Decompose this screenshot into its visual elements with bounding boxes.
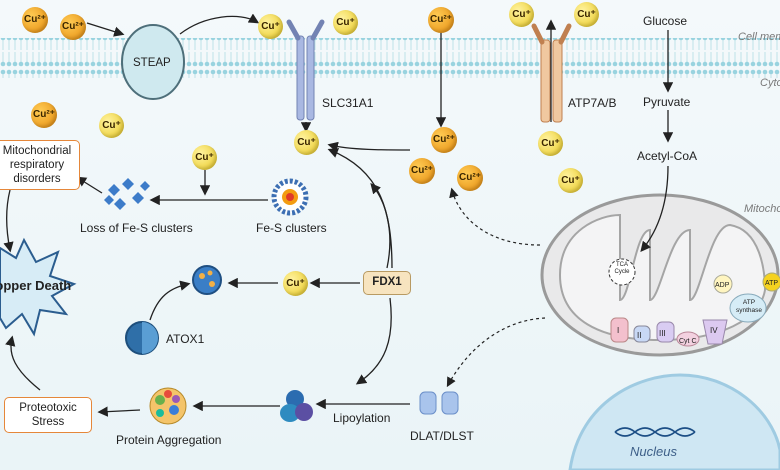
arrow-atox1-aggregate [149,280,191,321]
steap-label: STEAP [133,57,171,69]
atp7ab-label: ATP7A/B [568,96,617,110]
atp-synthase-shape [729,293,767,323]
arrow-steap-cu1 [179,13,260,35]
arrow-mito-dlat [446,317,546,388]
arrow-loss-mito [75,176,103,194]
complex-iv-shape [702,319,728,345]
cell-membrane-label: Cell membrane [738,31,780,43]
cu1-ion: Cu⁺ [258,14,283,39]
arrow-cu2-steap [86,22,125,37]
arrow-mito-cu2 [449,187,541,246]
arrow-cu2-to-cu1 [327,141,411,152]
steap-shape [121,24,185,100]
fes-clusters-label: Fe-S clusters [256,221,327,235]
cu1-ion: Cu⁺ [558,168,583,193]
fdx1-box: FDX1 [363,271,411,295]
cu2-ion: Cu²⁺ [60,14,86,40]
cyt-c-shape [676,331,700,347]
atp-label: ATP [765,280,779,287]
slc31a1-transporter [286,19,325,121]
arrow-mito-death [3,189,14,253]
cyt-c-label: Cyt C [679,338,697,345]
complex-iii-shape [656,321,675,343]
fes-clusters-shape [271,178,309,216]
atox1-label: ATOX1 [166,332,205,346]
loss-fes-label: Loss of Fe-S clusters [80,221,193,235]
dlat-dlst-label: DLAT/DLST [410,429,474,443]
arrow-fdx1-lipoylation [355,297,392,385]
cytoplasm-label: Cytoplasm [760,77,780,89]
aggregate-shape-top [192,265,222,295]
nucleus-label: Nucleus [630,444,677,459]
cu1-ion: Cu⁺ [509,2,534,27]
cu1-ion: Cu⁺ [574,2,599,27]
cu2-ion: Cu²⁺ [457,165,483,191]
arrow-acetyl-mito [640,165,669,253]
cu1-ion: Cu⁺ [192,145,217,170]
adp-circle [713,274,733,294]
cu2-ion: Cu²⁺ [409,158,435,184]
atp-synthase-label: ATP synthase [735,299,763,314]
dlat-dlst-shape [419,391,459,415]
complex-i-label: I [617,326,620,335]
slc31a1-label: SLC31A1 [322,96,374,110]
cu1-ion: Cu⁺ [333,10,358,35]
loss-fes-shape [104,178,150,210]
lipoylated-protein-shape [280,390,313,422]
arrow-aggregation-stress [97,406,141,417]
adp-label: ADP [715,282,730,289]
cu1-ion: Cu⁺ [538,131,563,156]
nucleus-shape [568,373,780,470]
cu1-ion: Cu⁺ [283,271,308,296]
complex-ii-shape [633,325,651,343]
atp-circle [762,272,780,292]
copper-death-label: Copper Death [0,278,72,293]
cu1-ion: Cu⁺ [294,130,319,155]
arrow-stress-death [5,335,41,391]
lipoylation-label: Lipoylation [333,411,391,425]
cu2-ion: Cu²⁺ [431,127,457,153]
acetyl-coa-label: Acetyl-CoA [637,149,698,163]
cu1-ion: Cu⁺ [99,113,124,138]
mito-disorders-box: Mitochondrial respiratory disorders [0,140,80,190]
atp7ab-transporter [531,23,572,123]
cu2-ion: Cu²⁺ [22,7,48,33]
complex-i-shape [610,317,629,343]
glucose-label: Glucose [643,14,688,28]
cu2-ion: Cu²⁺ [428,7,454,33]
cu2-ion: Cu²⁺ [31,102,57,128]
complex-iv-label: IV [710,326,718,335]
complex-iii-label: III [659,329,666,338]
protein-aggregation-label: Protein Aggregation [116,433,222,447]
pyruvate-label: Pyruvate [643,95,691,109]
tca-label: TCA Cycle [614,262,630,275]
proteotoxic-stress-box: Proteotoxic Stress [4,397,92,433]
complex-ii-label: II [637,331,642,340]
mitochondria-label: Mitochondria [744,203,780,215]
mitochondrion [540,193,780,357]
arrow-fdx1-cu1top [327,148,393,269]
cell-membrane [0,38,780,78]
dna-helix [614,427,696,437]
copper-death-burst [0,237,77,337]
